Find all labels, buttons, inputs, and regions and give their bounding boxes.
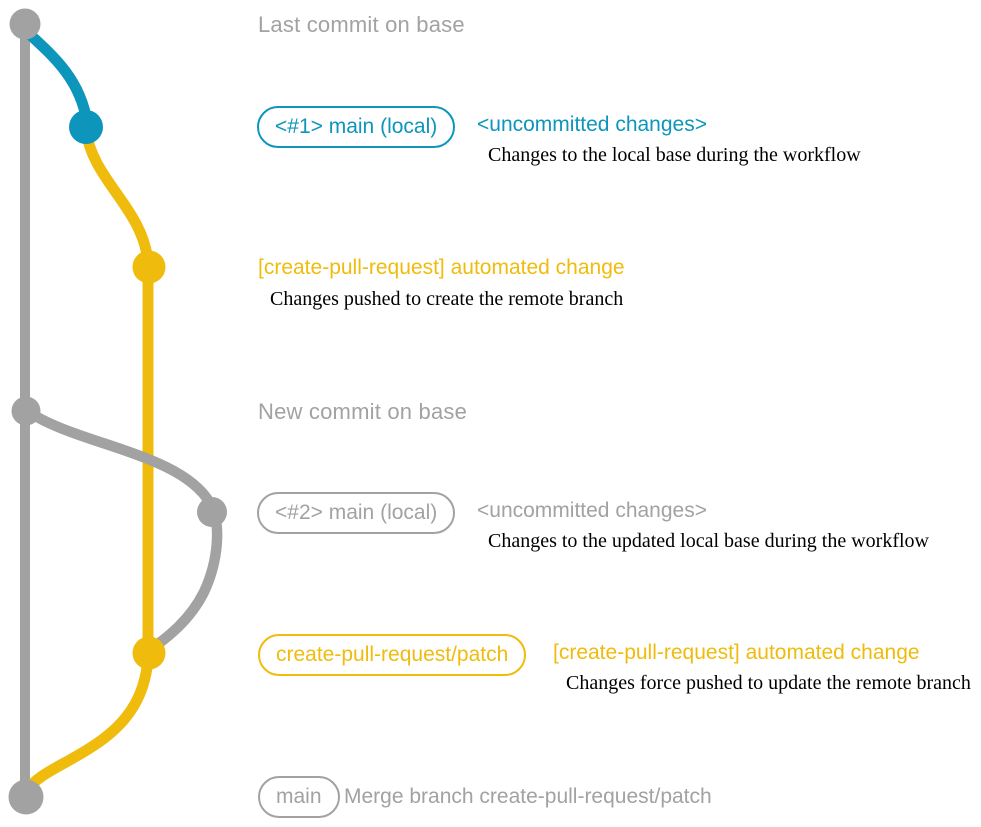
commit-node-merge	[8, 779, 44, 815]
commit-message-uncommitted-1: <uncommitted changes>	[477, 113, 707, 136]
label-last-commit-on-base: Last commit on base	[258, 12, 465, 37]
commit-node-new-base	[11, 396, 41, 426]
patch-branch-line	[80, 124, 154, 646]
rebase-branch-line	[20, 404, 223, 656]
merge-branch-line	[21, 652, 154, 796]
branch-badge-patch: create-pull-request/patch	[258, 634, 527, 676]
note-automated-1: Changes pushed to create the remote bran…	[270, 288, 624, 310]
local-main-branch-line	[19, 24, 93, 128]
commit-message-automated-2: [create-pull-request] automated change	[553, 641, 920, 664]
branch-badge-main-local-2: <#2> main (local)	[257, 492, 456, 534]
commit-message-merge: Merge branch create-pull-request/patch	[344, 785, 712, 808]
commit-node-automated-2	[132, 636, 166, 670]
commit-node-uncommitted-1	[69, 110, 103, 144]
branch-badge-main: main	[258, 776, 340, 818]
note-uncommitted-1: Changes to the local base during the wor…	[488, 144, 861, 166]
commit-node-uncommitted-2	[197, 497, 227, 527]
note-uncommitted-2: Changes to the updated local base during…	[488, 530, 929, 552]
commit-node-last-base	[9, 8, 41, 40]
commit-node-automated-1	[132, 250, 166, 284]
note-automated-2: Changes force pushed to update the remot…	[566, 672, 971, 694]
branch-badge-main-local-1: <#1> main (local)	[257, 106, 456, 148]
label-new-commit-on-base: New commit on base	[258, 399, 468, 424]
commit-message-uncommitted-2: <uncommitted changes>	[477, 499, 707, 522]
commit-message-automated-1: [create-pull-request] automated change	[258, 256, 625, 279]
